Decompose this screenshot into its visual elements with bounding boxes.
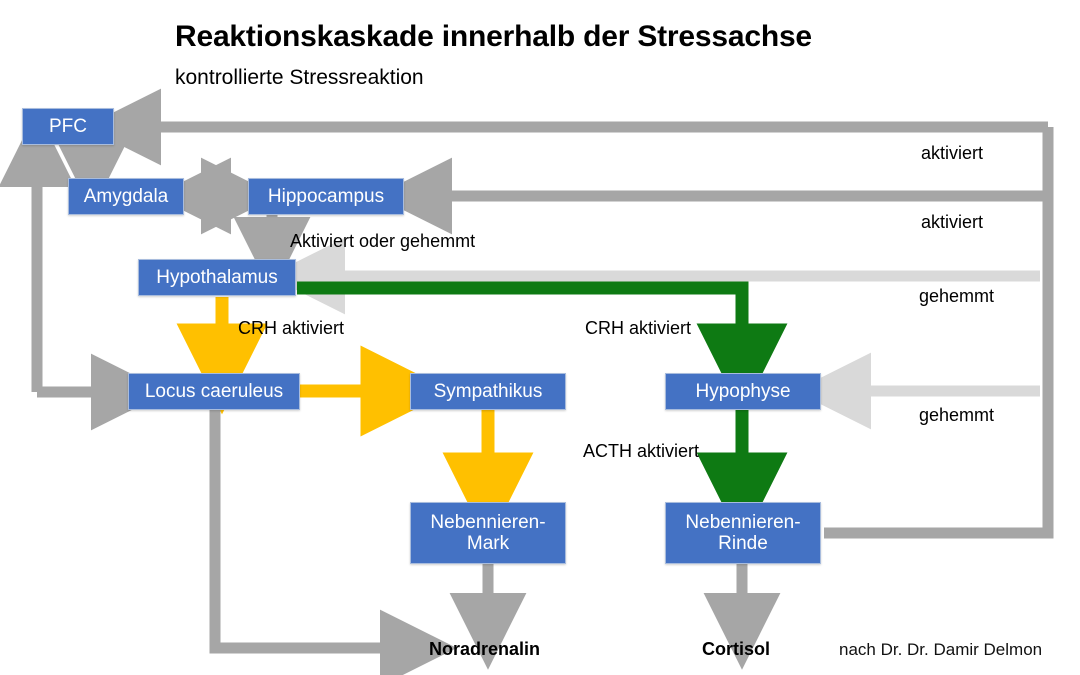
page-subtitle: kontrollierte Stressreaktion [175, 66, 424, 89]
node-nebennieren-mark-label-line2: Mark [466, 533, 510, 554]
edge-label-feedback-aktiviert-2: aktiviert [921, 212, 984, 232]
node-pfc-label: PFC [49, 115, 87, 137]
node-nebennieren-rinde-label-line2: Rinde [718, 533, 768, 554]
node-hippocampus[interactable]: Hippocampus [248, 178, 404, 215]
node-amygdala[interactable]: Amygdala [68, 178, 184, 215]
edge-label-acth: ACTH aktiviert [583, 441, 700, 461]
node-hypothalamus[interactable]: Hypothalamus [138, 259, 296, 296]
edge-label-feedback-gehemmt-1: gehemmt [919, 286, 995, 306]
node-amygdala-label: Amygdala [83, 185, 169, 207]
node-locus-caeruleus[interactable]: Locus caeruleus [128, 373, 300, 410]
node-sympathikus-label: Sympathikus [433, 380, 543, 402]
edge-label-feedback-aktiviert-1: aktiviert [921, 143, 984, 163]
credit-text: nach Dr. Dr. Damir Delmon [839, 640, 1043, 659]
node-pfc[interactable]: PFC [22, 108, 114, 145]
node-hypophyse-label: Hypophyse [695, 380, 791, 402]
edge-locus-noradrenalin [209, 410, 457, 675]
edge-label-hippocampus-hypothalamus: Aktiviert oder gehemmt [290, 231, 476, 251]
node-nebennieren-rinde[interactable]: Nebennieren- Rinde [665, 502, 821, 564]
node-sympathikus[interactable]: Sympathikus [410, 373, 566, 410]
node-nebennieren-mark[interactable]: Nebennieren- Mark [410, 502, 566, 564]
page-title: Reaktionskaskade innerhalb der Stressach… [175, 20, 812, 53]
node-nebennieren-rinde-label-line1: Nebennieren- [685, 511, 801, 533]
edge-label-feedback-gehemmt-2: gehemmt [919, 405, 995, 425]
node-hypophyse[interactable]: Hypophyse [665, 373, 821, 410]
edge-label-crh-right: CRH aktiviert [585, 318, 692, 338]
output-cortisol: Cortisol [702, 639, 771, 659]
node-locus-caeruleus-label: Locus caeruleus [144, 380, 284, 402]
node-hippocampus-label: Hippocampus [267, 185, 385, 207]
node-hypothalamus-label: Hypothalamus [156, 266, 278, 288]
output-noradrenalin: Noradrenalin [429, 639, 541, 659]
node-nebennieren-mark-label-line1: Nebennieren- [430, 511, 546, 533]
edge-label-crh-left: CRH aktiviert [238, 318, 345, 338]
